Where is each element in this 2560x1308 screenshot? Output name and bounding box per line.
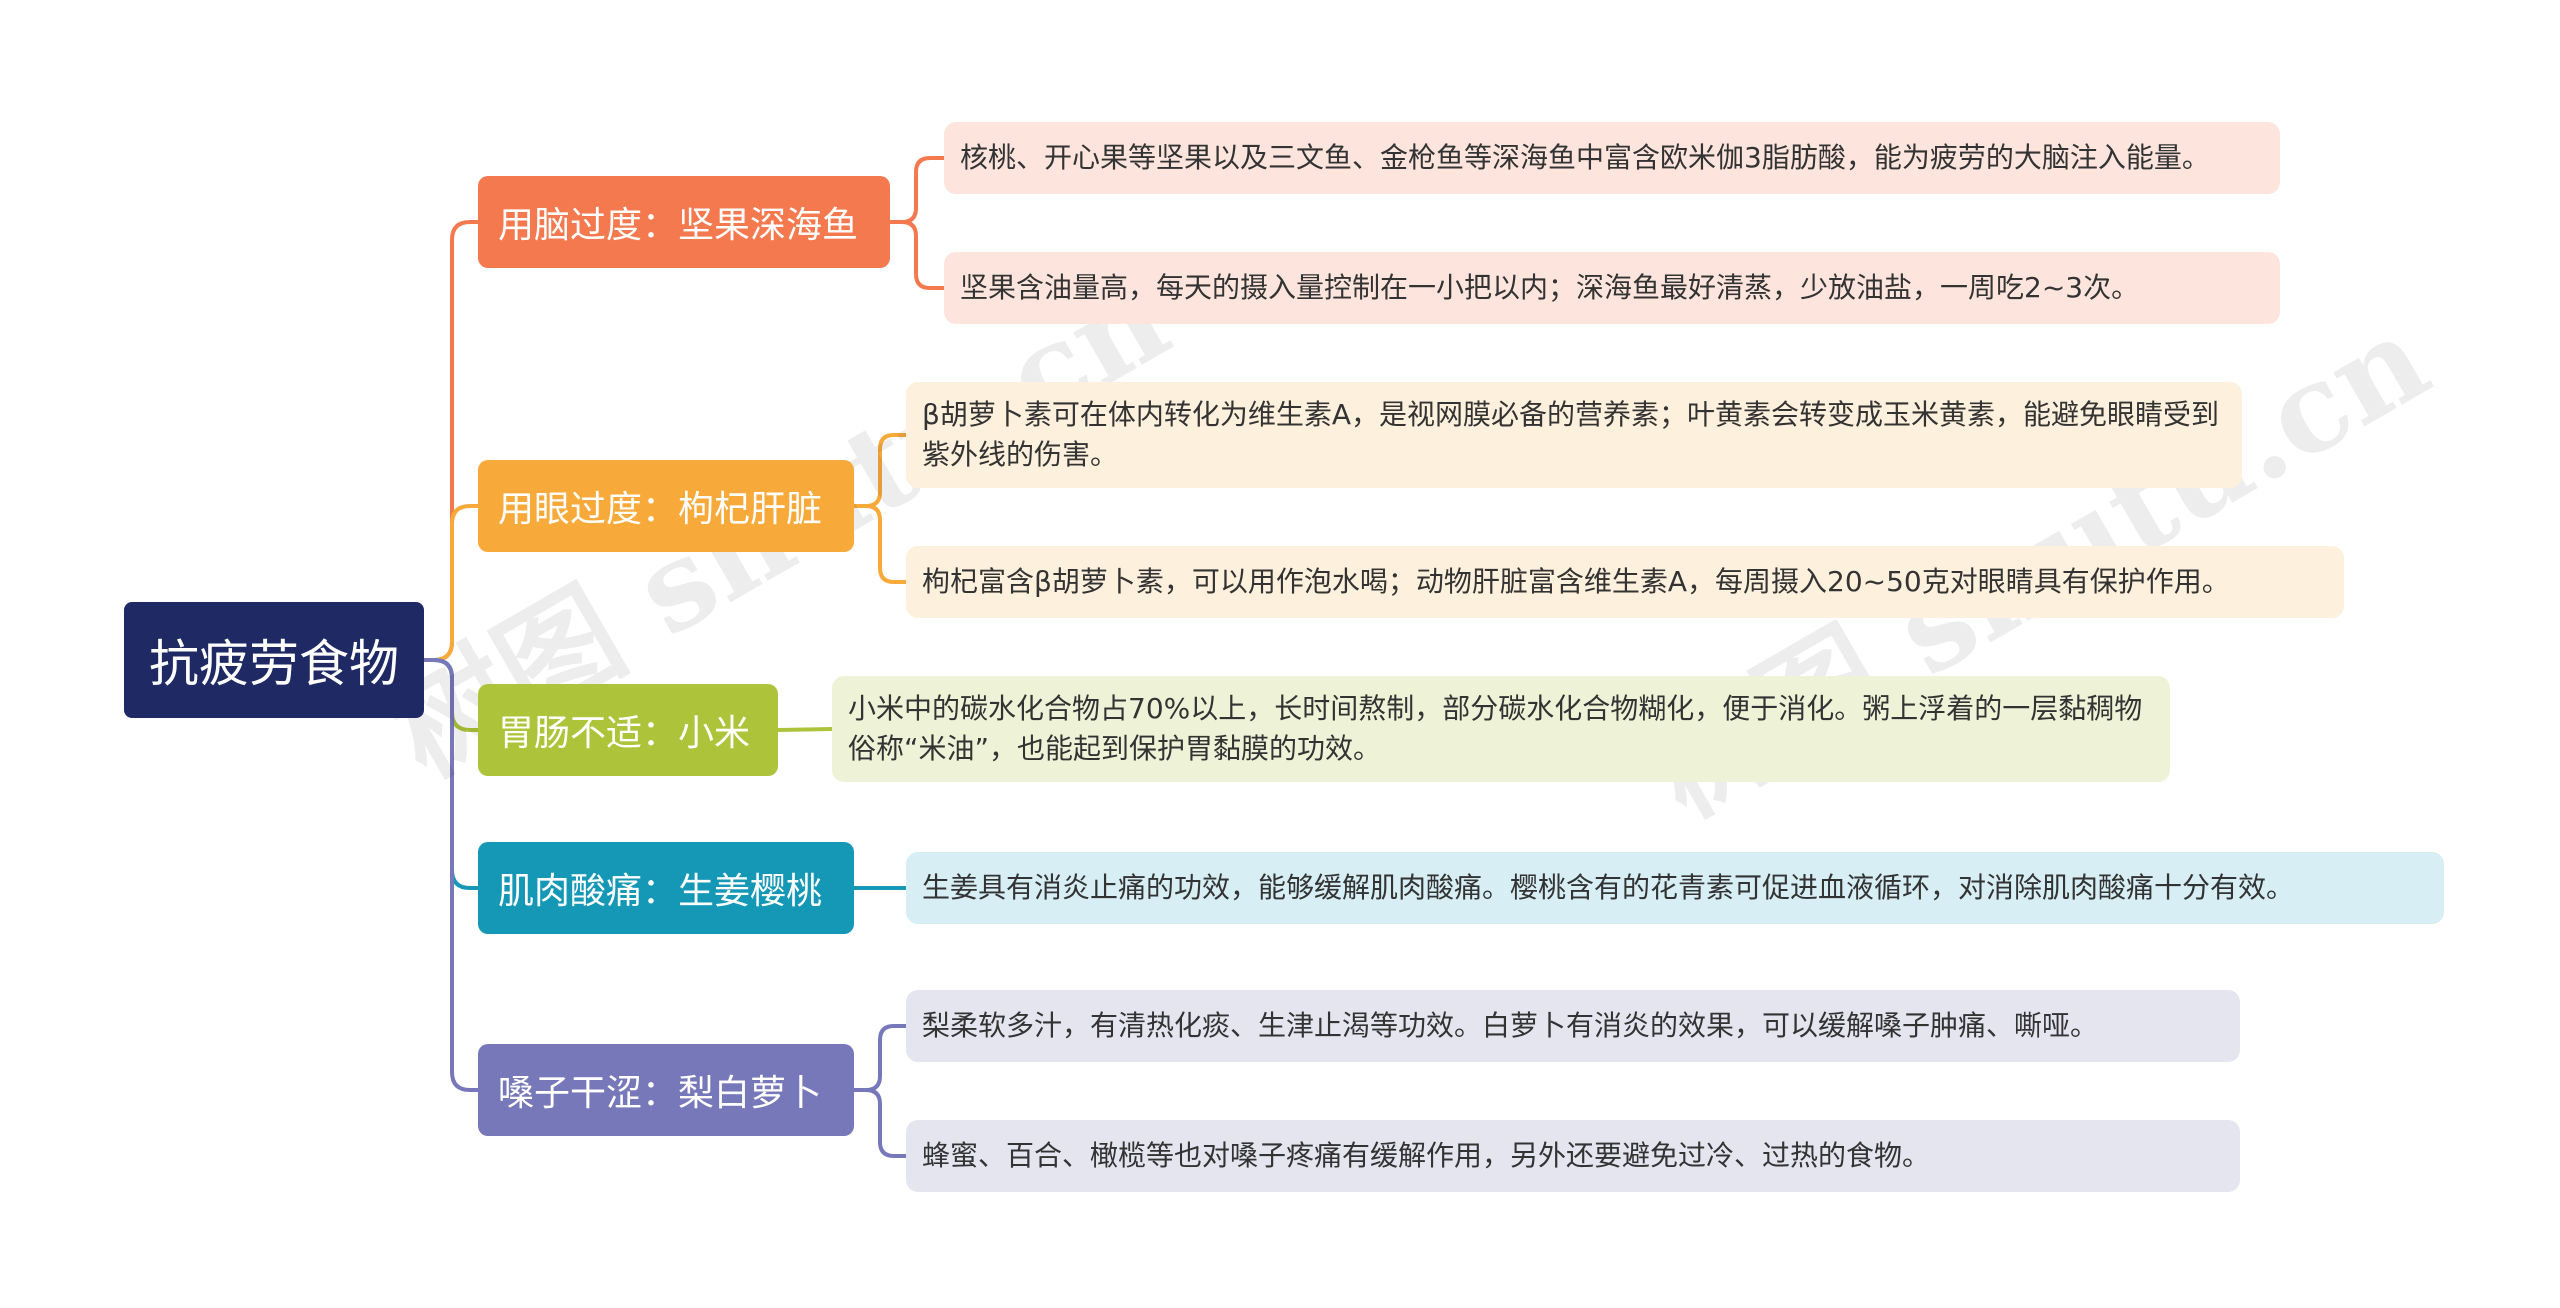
branch-label: 用脑过度：坚果深海鱼 [498,205,859,246]
leaf-eye-2: 枸杞富含β胡萝卜素，可以用作泡水喝；动物肝脏富含维生素A，每周摄入20~50克对… [906,546,2344,618]
root-node[interactable]: 抗疲劳食物 [124,602,424,718]
branch-label: 嗓子干涩：梨白萝卜 [498,1073,823,1114]
leaf-brain-2: 坚果含油量高，每天的摄入量控制在一小把以内；深海鱼最好清蒸，少放油盐，一周吃2~… [944,252,2280,324]
leaf-throat-1: 梨柔软多汁，有清热化痰、生津止渴等功效。白萝卜有消炎的效果，可以缓解嗓子肿痛、嘶… [906,990,2240,1062]
leaf-connector [854,1088,906,1158]
branch-muscle[interactable]: 肌肉酸痛：生姜樱桃 [478,842,854,934]
leaf-connector [854,1024,906,1092]
leaf-text: 蜂蜜、百合、橄榄等也对嗓子疼痛有缓解作用，另外还要避免过冷、过热的食物。 [922,1139,1931,1172]
leaf-text: β胡萝卜素可在体内转化为维生素A，是视网膜必备的营养素；叶黄素会转变成玉米黄素，… [922,398,2220,471]
branch-connector [424,658,478,1092]
leaf-connector [890,156,944,224]
branch-label: 胃肠不适：小米 [498,713,751,754]
leaf-brain-1: 核桃、开心果等坚果以及三文鱼、金枪鱼等深海鱼中富含欧米伽3脂肪酸，能为疲劳的大脑… [944,122,2280,194]
leaf-text: 坚果含油量高，每天的摄入量控制在一小把以内；深海鱼最好清蒸，少放油盐，一周吃2~… [960,271,2140,304]
leaf-connector [854,433,906,508]
leaf-stomach-1: 小米中的碳水化合物占70%以上，长时间熬制，部分碳水化合物糊化，便于消化。粥上浮… [832,676,2170,782]
root-label: 抗疲劳食物 [149,635,399,693]
branch-throat[interactable]: 嗓子干涩：梨白萝卜 [478,1044,854,1136]
branch-eye-overuse[interactable]: 用眼过度：枸杞肝脏 [478,460,854,552]
branch-label: 用眼过度：枸杞肝脏 [498,489,823,530]
leaf-connector [777,727,833,732]
branch-stomach[interactable]: 胃肠不适：小米 [478,684,778,776]
leaf-eye-1: β胡萝卜素可在体内转化为维生素A，是视网膜必备的营养素；叶黄素会转变成玉米黄素，… [906,382,2242,488]
leaf-throat-2: 蜂蜜、百合、橄榄等也对嗓子疼痛有缓解作用，另外还要避免过冷、过热的食物。 [906,1120,2240,1192]
leaf-text: 枸杞富含β胡萝卜素，可以用作泡水喝；动物肝脏富含维生素A，每周摄入20~50克对… [922,565,2230,598]
branch-connector [424,504,478,662]
leaf-text: 核桃、开心果等坚果以及三文鱼、金枪鱼等深海鱼中富含欧米伽3脂肪酸，能为疲劳的大脑… [960,141,2210,174]
leaf-text: 生姜具有消炎止痛的功效，能够缓解肌肉酸痛。樱桃含有的花青素可促进血液循环，对消除… [922,871,2295,904]
leaf-connector [890,220,944,290]
leaf-connector [854,504,906,584]
branch-label: 肌肉酸痛：生姜樱桃 [498,871,823,912]
branch-brain-overuse[interactable]: 用脑过度：坚果深海鱼 [478,176,890,268]
leaf-text: 梨柔软多汁，有清热化痰、生津止渴等功效。白萝卜有消炎的效果，可以缓解嗓子肿痛、嘶… [922,1009,2099,1042]
leaf-muscle-1: 生姜具有消炎止痛的功效，能够缓解肌肉酸痛。樱桃含有的花青素可促进血液循环，对消除… [906,852,2444,924]
leaf-text: 小米中的碳水化合物占70%以上，长时间熬制，部分碳水化合物糊化，便于消化。粥上浮… [848,692,2143,765]
